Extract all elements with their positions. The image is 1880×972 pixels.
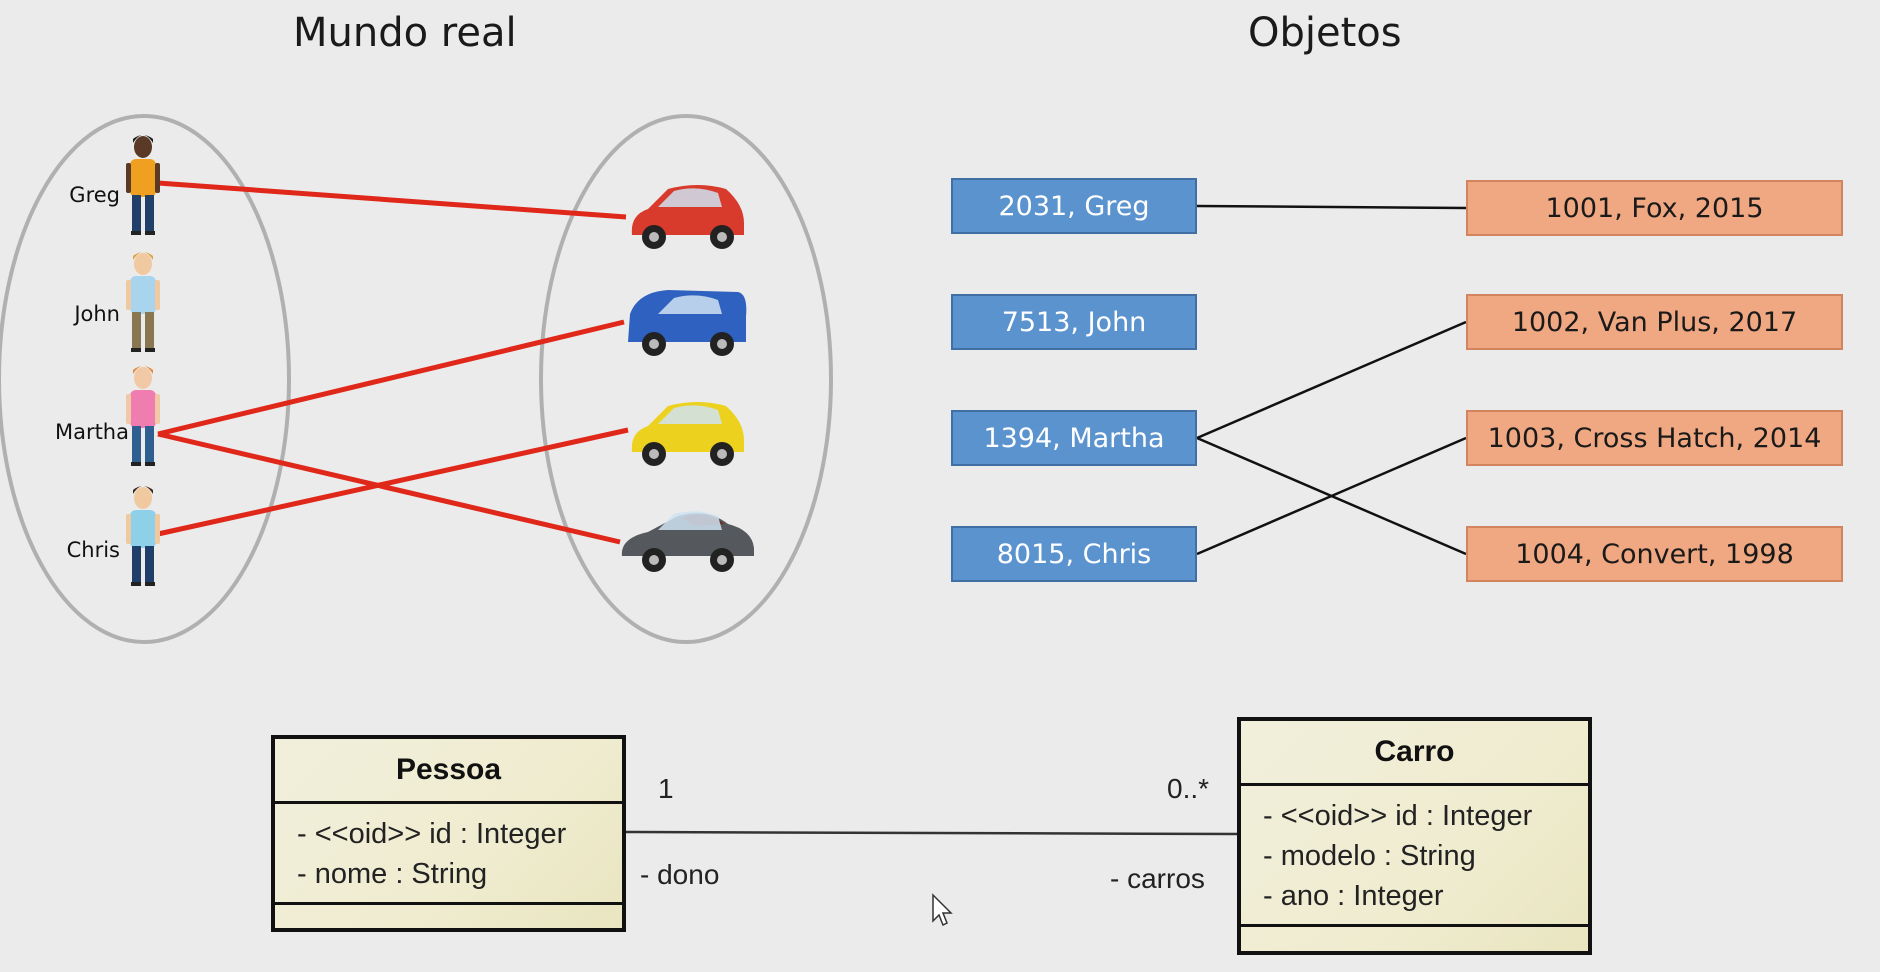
person-label-chris: Chris bbox=[66, 538, 120, 562]
person-object-john: 7513, John bbox=[951, 294, 1197, 350]
uml-attribute: - <<oid>> id : Integer bbox=[297, 818, 567, 850]
person-label-john: John bbox=[74, 302, 120, 326]
role-left: - dono bbox=[640, 859, 720, 890]
cursor-icon bbox=[932, 893, 953, 927]
person-object-chris: 8015, Chris bbox=[951, 526, 1197, 582]
person-figure-icon bbox=[126, 486, 160, 586]
object-links bbox=[1196, 204, 1467, 556]
owner-link-line bbox=[157, 180, 627, 220]
person-figure-icon bbox=[126, 252, 160, 352]
object-link-line bbox=[1196, 320, 1467, 440]
uml-attributes: - <<oid>> id : Integer - modelo : String… bbox=[1241, 786, 1588, 927]
car-object-1001: 1001, Fox, 2015 bbox=[1466, 180, 1843, 236]
person-label-greg: Greg bbox=[69, 183, 120, 207]
car-images bbox=[621, 185, 754, 572]
car-red-icon bbox=[631, 185, 744, 249]
heading-real-world: Mundo real bbox=[293, 10, 517, 56]
role-right: - carros bbox=[1110, 863, 1205, 894]
people-figures bbox=[126, 135, 160, 586]
uml-attribute: - ano : Integer bbox=[1263, 880, 1444, 912]
multiplicity-right: 0..* bbox=[1167, 773, 1210, 804]
owner-link-line bbox=[157, 427, 629, 537]
heading-objects: Objetos bbox=[1248, 10, 1402, 56]
real-world-links bbox=[157, 180, 629, 545]
person-label-martha: Martha bbox=[54, 420, 129, 444]
person-object-martha: 1394, Martha bbox=[951, 410, 1197, 466]
people-ellipse bbox=[0, 114, 291, 644]
uml-attribute: - nome : String bbox=[297, 858, 488, 890]
cars-ellipse bbox=[539, 114, 833, 644]
car-yellow-icon bbox=[631, 402, 744, 466]
car-gray-convertible-icon bbox=[621, 511, 754, 572]
owner-link-line bbox=[157, 319, 625, 437]
car-object-1003: 1003, Cross Hatch, 2014 bbox=[1466, 410, 1843, 466]
person-figure-icon bbox=[126, 366, 160, 466]
car-blue-van-icon bbox=[628, 290, 747, 356]
uml-attribute: - <<oid>> id : Integer bbox=[1263, 800, 1533, 832]
car-object-1002: 1002, Van Plus, 2017 bbox=[1466, 294, 1843, 350]
uml-class-carro: Carro - <<oid>> id : Integer - modelo : … bbox=[1237, 717, 1592, 955]
object-link-line bbox=[1196, 204, 1467, 210]
uml-association-line bbox=[623, 830, 1240, 836]
uml-class-title: Carro bbox=[1241, 721, 1588, 786]
car-object-1004: 1004, Convert, 1998 bbox=[1466, 526, 1843, 582]
object-link-line bbox=[1196, 436, 1467, 556]
uml-attribute: - modelo : String bbox=[1263, 840, 1476, 872]
owner-link-line bbox=[157, 431, 621, 545]
uml-class-pessoa: Pessoa - <<oid>> id : Integer - nome : S… bbox=[271, 735, 626, 932]
uml-attributes: - <<oid>> id : Integer - nome : String bbox=[275, 804, 622, 905]
person-figure-icon bbox=[126, 135, 160, 235]
multiplicity-left: 1 bbox=[658, 773, 674, 804]
uml-class-title: Pessoa bbox=[275, 739, 622, 804]
person-object-greg: 2031, Greg bbox=[951, 178, 1197, 234]
